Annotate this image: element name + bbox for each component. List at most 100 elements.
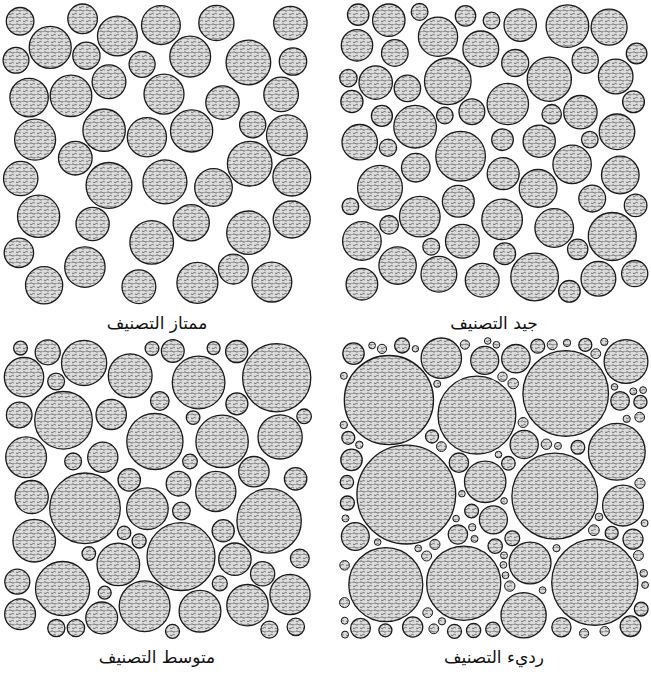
grain-circle <box>371 105 392 126</box>
grain-circle <box>483 12 500 29</box>
grain-circle <box>572 47 598 73</box>
grain-circle <box>418 17 457 56</box>
grain-circle <box>635 412 645 422</box>
grain-circle <box>36 562 90 616</box>
grain-circle <box>624 194 647 217</box>
grain-circle <box>605 526 618 539</box>
grain-circle <box>76 207 109 240</box>
grain-circle <box>342 198 359 215</box>
grain-circle <box>541 439 551 449</box>
grain-circle <box>340 421 347 428</box>
grain-circle <box>542 105 561 124</box>
grain-circle <box>341 617 348 624</box>
grain-circle <box>14 341 28 355</box>
grain-circle <box>145 342 159 356</box>
grain-circle <box>68 4 98 34</box>
grain-circle <box>412 346 418 352</box>
grain-circle <box>10 78 48 116</box>
grain-circle <box>421 338 461 378</box>
grain-circle <box>495 451 502 458</box>
grain-circle <box>460 340 469 349</box>
grain-circle <box>357 445 456 544</box>
grain-circle <box>340 69 357 86</box>
grain-circle <box>195 169 233 207</box>
grain-circle <box>340 598 350 608</box>
grain-circle <box>429 624 439 634</box>
grain-circle <box>261 621 278 638</box>
grain-circle <box>177 262 218 303</box>
grain-circle <box>4 238 33 267</box>
grain-circle <box>641 520 648 527</box>
grain-circle <box>504 9 536 41</box>
grain-circle <box>287 618 304 635</box>
grain-circle <box>519 170 557 208</box>
grain-circle <box>207 342 220 355</box>
grain-circle <box>602 156 640 194</box>
grain-circle <box>151 392 170 411</box>
sorting-panel <box>340 4 648 303</box>
grain-circle <box>415 545 422 552</box>
grain-circle <box>35 340 60 365</box>
grain-circle <box>5 599 36 630</box>
grain-circle <box>553 545 560 552</box>
grain-circle <box>13 519 56 562</box>
grain-circle <box>358 165 403 210</box>
grain-circle <box>623 529 643 549</box>
grain-circle <box>601 338 608 345</box>
grain-circle <box>127 413 183 469</box>
grain-circle <box>196 415 248 467</box>
grain-circle <box>430 539 440 549</box>
panel-caption: جيد التصنيف <box>450 312 538 334</box>
grain-circle <box>6 437 47 478</box>
grain-circle <box>65 247 105 287</box>
grain-circle <box>623 91 645 113</box>
grain-circle <box>379 139 396 156</box>
grain-circle <box>171 110 213 152</box>
grain-circle <box>546 5 589 48</box>
grain-circle <box>482 199 523 240</box>
grain-circle <box>86 163 132 209</box>
grain-circle <box>449 453 468 472</box>
grain-circle <box>502 50 529 77</box>
grain-circle <box>273 201 310 238</box>
grain-circle <box>340 496 354 510</box>
grain-circle <box>427 546 501 620</box>
grain-circle <box>92 65 126 99</box>
grain-circle <box>463 31 499 67</box>
grain-circle <box>297 409 312 424</box>
grain-circle <box>206 86 239 119</box>
grain-circle <box>341 30 372 61</box>
grain-circle <box>239 457 269 487</box>
grain-circle <box>453 515 460 522</box>
grain-circle <box>579 185 606 212</box>
grain-circle <box>488 539 502 553</box>
grain-circle <box>484 338 491 345</box>
grain-circle <box>394 75 420 101</box>
grain-circle <box>6 7 34 35</box>
grain-circle <box>199 5 234 40</box>
grain-circle <box>502 572 509 579</box>
grain-circle <box>343 343 364 364</box>
grain-circle <box>501 552 508 559</box>
grain-circle <box>264 77 299 112</box>
grain-circle <box>512 453 598 539</box>
grain-circle <box>523 351 609 437</box>
grain-circle <box>487 83 528 124</box>
grain-circle <box>563 339 570 346</box>
grain-circle <box>395 338 410 353</box>
grain-circle <box>147 523 215 591</box>
grain-circle <box>380 216 399 235</box>
grain-circle <box>65 453 82 470</box>
grain-circle <box>98 16 138 56</box>
grain-circle <box>539 587 546 594</box>
grain-circle <box>86 602 118 634</box>
sorting-panel <box>4 340 311 639</box>
grain-circle <box>634 602 648 616</box>
grain-circle <box>5 569 30 594</box>
grain-circle <box>467 623 481 637</box>
grain-circle <box>212 576 227 591</box>
grain-circle <box>359 66 392 99</box>
grain-circle <box>340 475 353 488</box>
grain-circle <box>50 75 92 117</box>
grain-circle <box>35 392 93 450</box>
